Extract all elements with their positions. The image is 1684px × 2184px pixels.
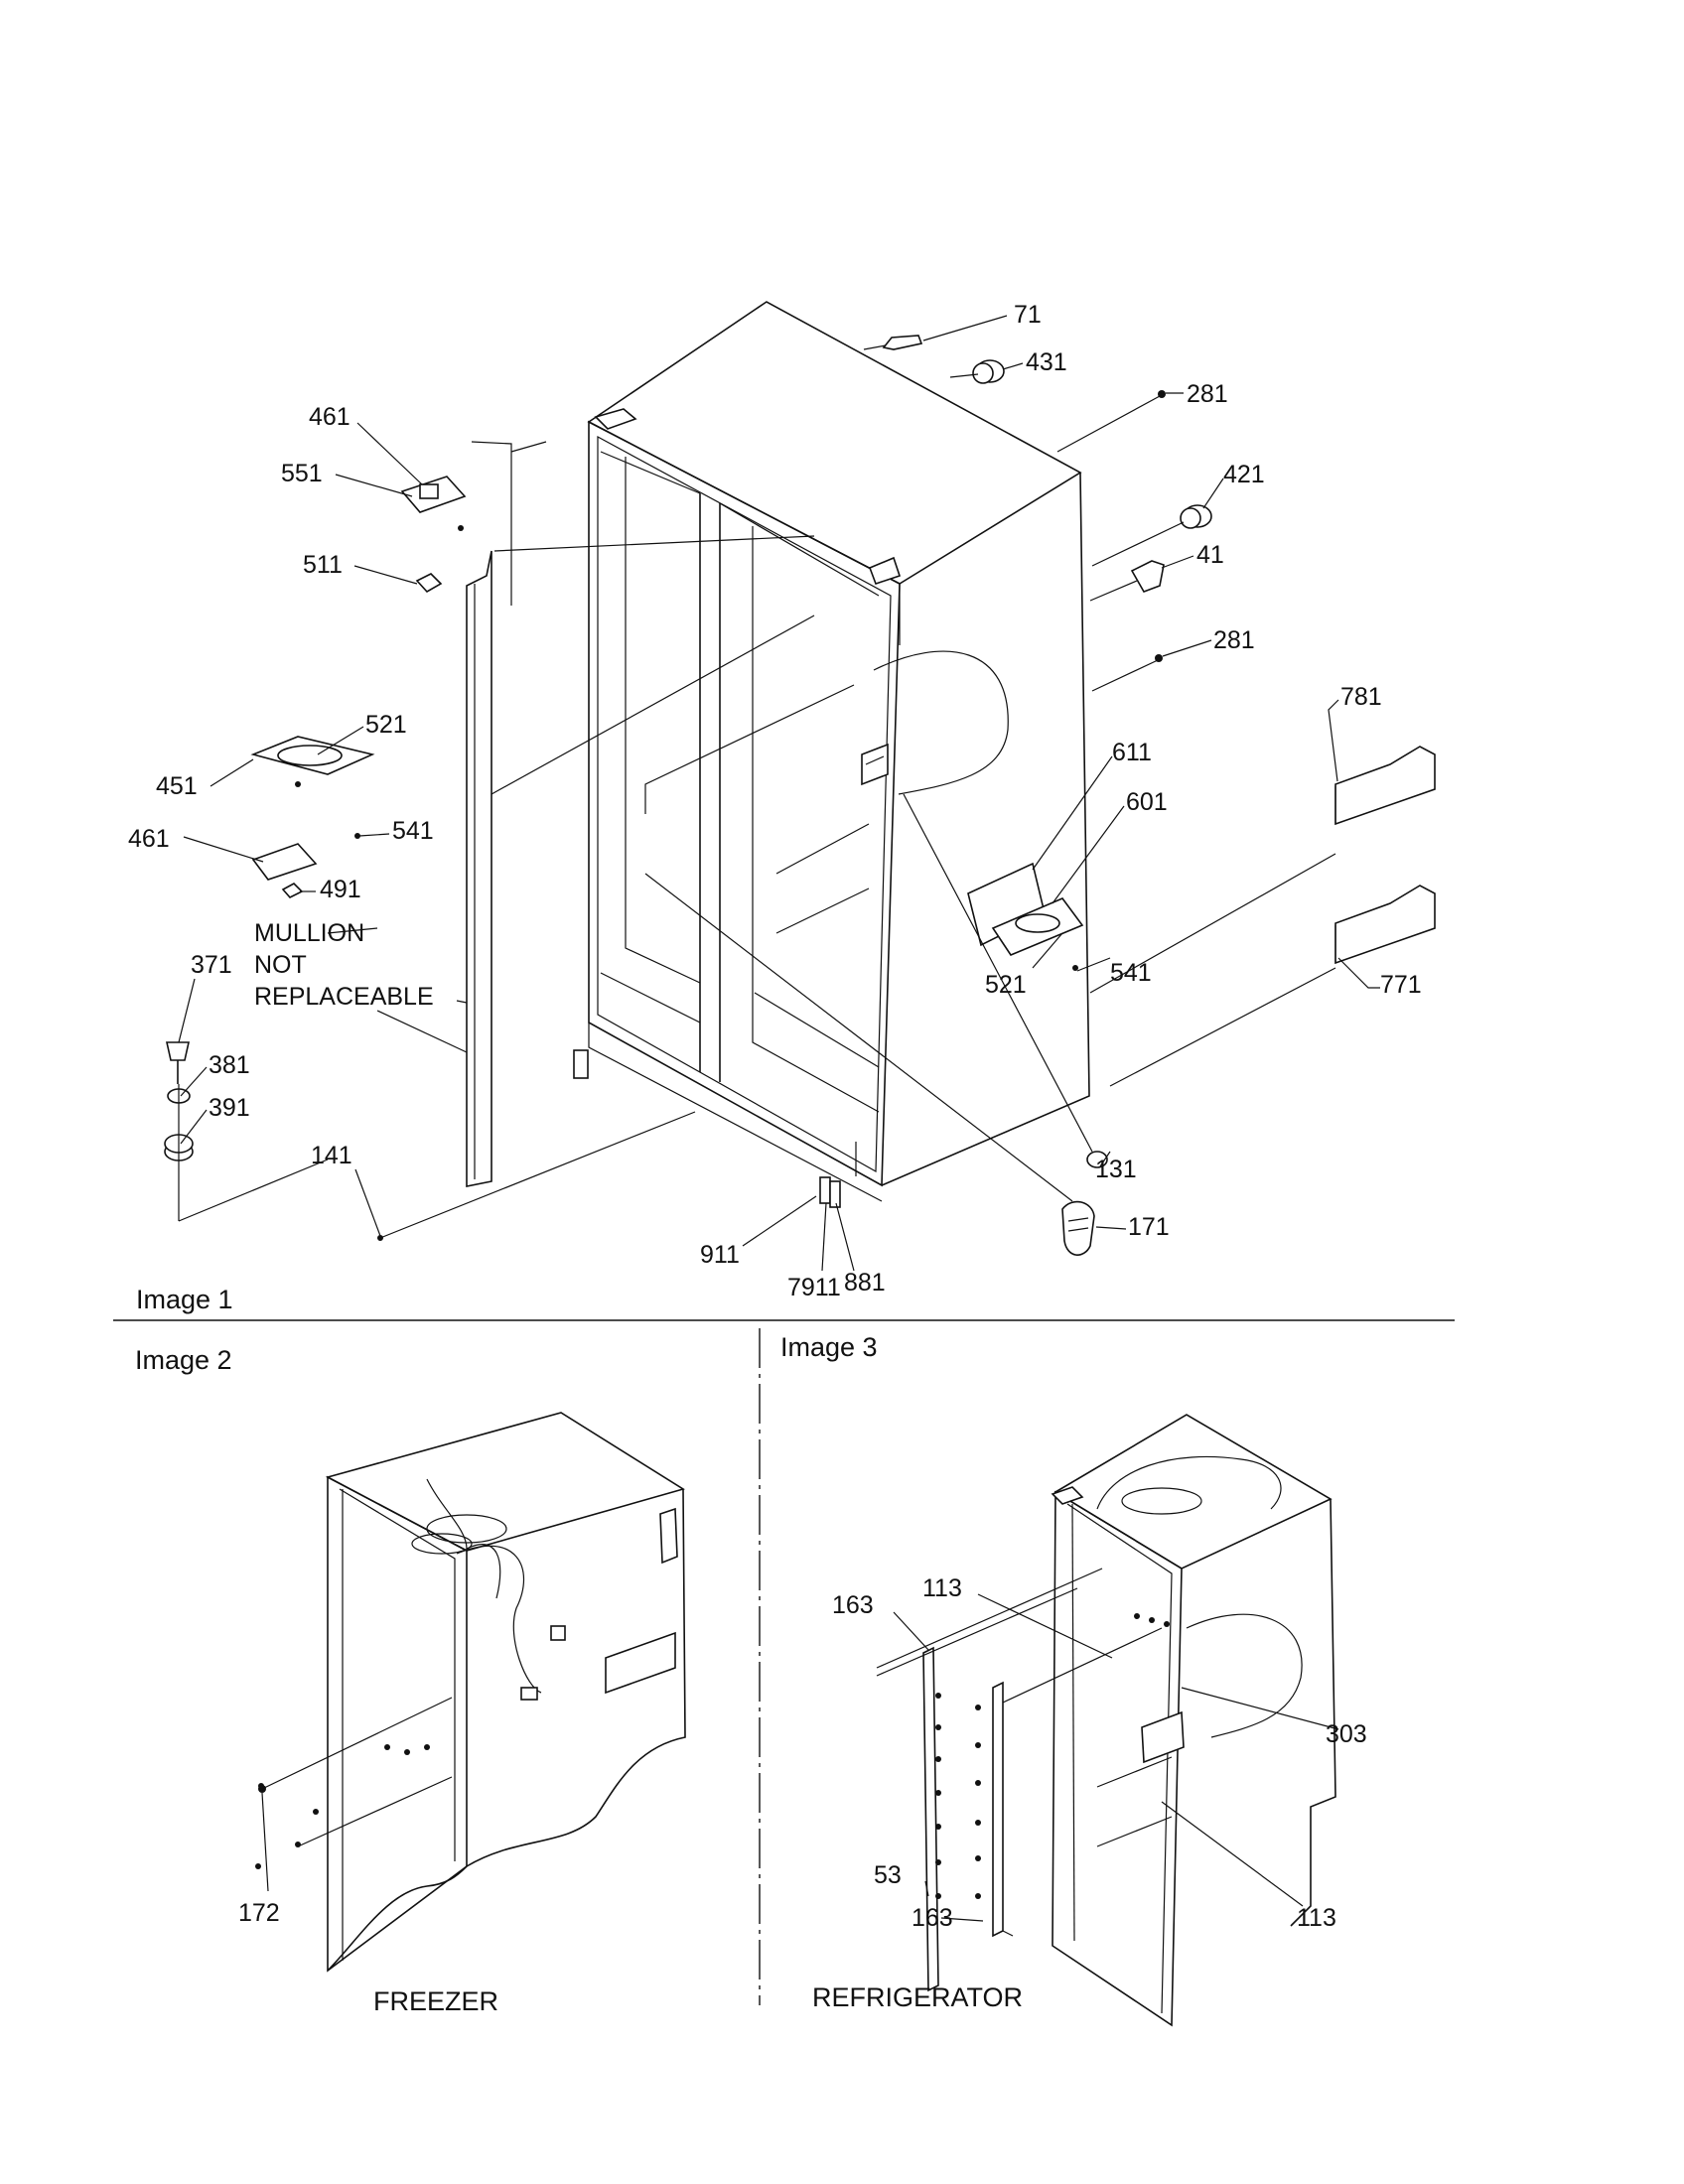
label-371: 371 <box>191 951 232 979</box>
label-131: 131 <box>1095 1156 1137 1183</box>
image3-leader-lines <box>893 1593 1339 1922</box>
mullion-note-line1: MULLION <box>254 919 364 947</box>
label-611: 611 <box>1112 739 1152 766</box>
label-71: 71 <box>1014 301 1042 329</box>
label-511: 511 <box>303 551 343 579</box>
label-163-bottom: 163 <box>912 1904 953 1932</box>
image1-cabinet-drawing <box>587 301 1090 1202</box>
label-421: 421 <box>1223 461 1265 488</box>
image2-freezer-drawing <box>255 1412 686 1973</box>
label-53: 53 <box>874 1861 902 1889</box>
label-461-lower: 461 <box>128 825 170 853</box>
label-521-left: 521 <box>365 711 407 739</box>
label-7911: 7911 <box>787 1274 841 1301</box>
label-911: 911 <box>700 1241 740 1269</box>
label-172: 172 <box>238 1899 280 1927</box>
label-541-left: 541 <box>392 817 434 845</box>
image1-mullion-assembly <box>164 441 815 1241</box>
image1-leader-lines <box>178 315 1380 1272</box>
image1-labels: 71 431 281 421 41 281 781 611 601 541 52… <box>128 301 1422 1301</box>
label-303: 303 <box>1326 1720 1367 1748</box>
image1-right-parts <box>644 335 1436 1256</box>
image1-caption: Image 1 <box>136 1285 233 1314</box>
label-41: 41 <box>1196 541 1224 569</box>
label-171: 171 <box>1128 1213 1170 1241</box>
label-781: 781 <box>1340 683 1382 711</box>
label-881: 881 <box>844 1269 886 1297</box>
label-541-right: 541 <box>1110 959 1152 987</box>
label-431: 431 <box>1026 348 1067 376</box>
label-551: 551 <box>281 460 323 487</box>
image3-title: REFRIGERATOR <box>812 1982 1023 2012</box>
mullion-note-line3: REPLACEABLE <box>254 983 434 1011</box>
mullion-note-line2: NOT <box>254 951 307 979</box>
image2-title: FREEZER <box>373 1986 498 2016</box>
label-461-top: 461 <box>309 403 351 431</box>
label-141: 141 <box>311 1142 352 1169</box>
label-163-top: 163 <box>832 1591 874 1619</box>
label-771: 771 <box>1380 971 1422 999</box>
label-113-bottom: 113 <box>1297 1904 1336 1932</box>
label-601: 601 <box>1126 788 1168 816</box>
label-281-mid: 281 <box>1213 626 1255 654</box>
label-113-top: 113 <box>922 1574 962 1602</box>
image3-caption: Image 3 <box>780 1332 878 1362</box>
label-391: 391 <box>209 1094 250 1122</box>
label-521-right: 521 <box>985 971 1027 999</box>
label-281-top: 281 <box>1187 380 1228 408</box>
image3-refrigerator-drawing <box>876 1414 1336 2027</box>
label-451: 451 <box>156 772 198 800</box>
label-381: 381 <box>209 1051 250 1079</box>
label-491: 491 <box>320 876 361 903</box>
image2-caption: Image 2 <box>135 1345 232 1375</box>
